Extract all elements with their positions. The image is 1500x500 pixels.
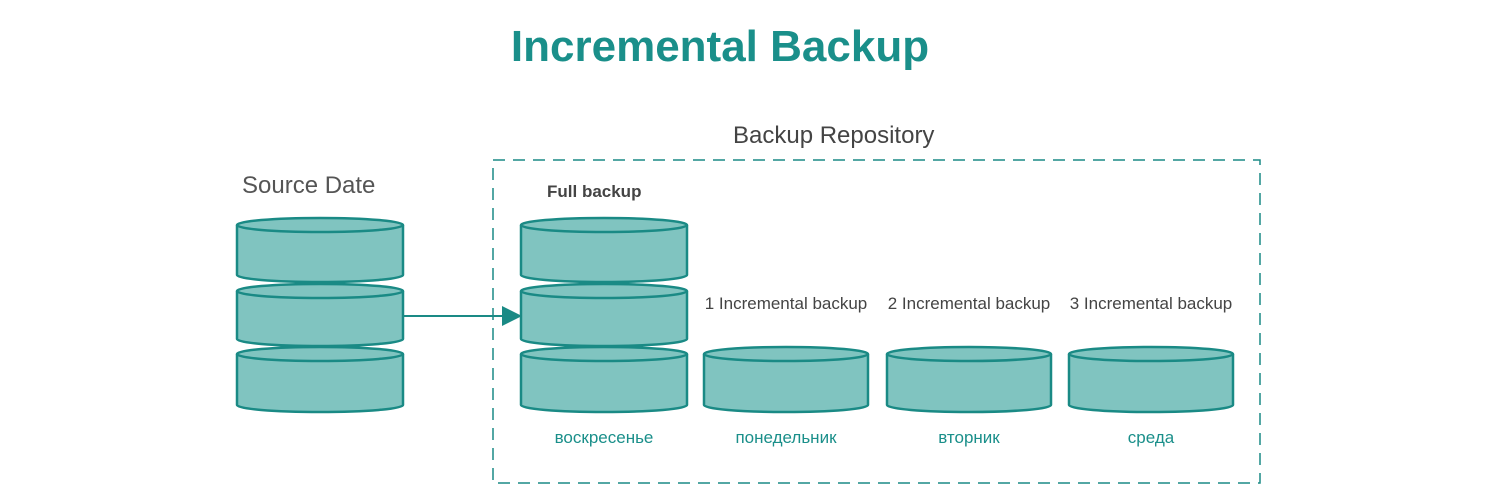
full-backup-disk-1 (519, 216, 689, 284)
full-backup-disk-2 (519, 282, 689, 348)
full-backup-label: Full backup (547, 182, 642, 201)
day-label-2: вторник (938, 428, 1000, 447)
page-title: Incremental Backup (510, 22, 930, 71)
incremental-backup-disk-2 (885, 345, 1053, 414)
repository-box (492, 159, 1261, 484)
source-label: Source Date (242, 172, 376, 199)
incremental-label-3: 3 Incremental backup (1069, 294, 1233, 313)
day-label-3: среда (1127, 428, 1175, 447)
repository-label: Backup Repository (733, 122, 935, 149)
incremental-backup-disk-1 (702, 345, 870, 414)
day-label-1: понедельник (735, 428, 837, 447)
incremental-label-2: 2 Incremental backup (887, 294, 1051, 313)
full-backup-disk-3 (519, 345, 689, 414)
source-database-disk-1 (235, 216, 405, 284)
source-database-disk-3 (235, 345, 405, 414)
incremental-label-1: 1 Incremental backup (704, 294, 868, 313)
incremental-backup-disk-3 (1067, 345, 1235, 414)
day-label-full: воскресенье (554, 428, 654, 447)
source-database-disk-2 (235, 282, 405, 348)
